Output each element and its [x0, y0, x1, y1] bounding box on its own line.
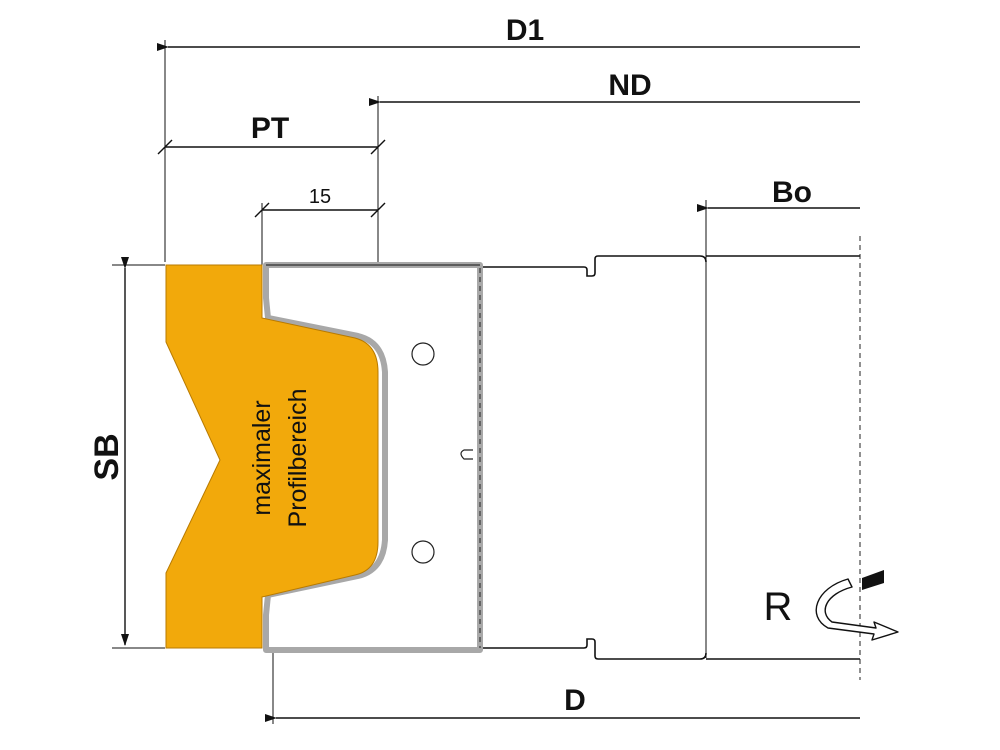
dimension-nd: ND [369, 69, 860, 345]
profile-area: maximaler Profilbereich [165, 264, 379, 649]
profile-label-line1: maximaler [248, 400, 276, 515]
dimension-pt: PT [157, 112, 386, 155]
dimension-15: 15 [254, 186, 386, 268]
label-pt: PT [251, 112, 289, 145]
label-r: R [764, 585, 793, 629]
knife-hole-lower [411, 540, 435, 564]
rotation-arrow-icon [815, 578, 899, 641]
label-d: D [564, 684, 586, 717]
label-sb: SB [88, 433, 126, 480]
profile-area-shape [165, 264, 379, 649]
knife-hole-upper [411, 342, 435, 366]
knife-notch [460, 449, 473, 460]
label-15: 15 [309, 186, 331, 208]
cutter-tooth-icon [862, 570, 884, 590]
label-d1: D1 [506, 14, 544, 47]
dimension-bo: Bo [697, 176, 860, 658]
dimension-sb: SB [88, 257, 165, 649]
dimension-d1: D1 [157, 14, 860, 262]
rotation-indicator: R [764, 570, 899, 641]
label-bo: Bo [772, 176, 812, 209]
label-nd: ND [608, 69, 651, 102]
profile-label-line2: Profilbereich [284, 389, 312, 528]
dimension-d: D [265, 650, 860, 724]
